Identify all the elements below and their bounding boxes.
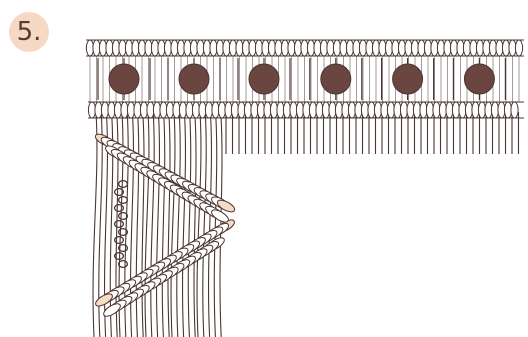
hanging-cords [90,52,519,337]
chain-link [115,237,124,244]
chain-link [115,221,124,228]
cord [203,112,206,337]
cord [209,112,212,337]
cord [142,112,144,337]
cord [151,112,154,337]
bead [179,64,209,94]
cord [171,112,175,337]
top-knot-row [86,40,524,56]
bead [249,64,279,94]
cord [162,112,164,337]
cord [194,112,196,337]
cord [136,112,138,337]
knot [515,40,522,56]
knot [511,102,518,118]
bead [393,64,423,94]
cord [157,112,160,337]
cord [214,112,216,337]
chain-link [119,181,128,188]
bottom-knot-row [88,102,524,118]
chain-link [119,197,128,204]
cord [197,112,201,337]
cord [177,112,180,337]
bead [109,64,139,94]
cord [168,112,170,337]
bead [464,64,494,94]
chain-link [115,205,124,212]
bead-row [98,58,505,100]
cord [145,112,149,337]
cord [183,112,186,337]
cord [188,112,190,337]
bead [321,64,351,94]
